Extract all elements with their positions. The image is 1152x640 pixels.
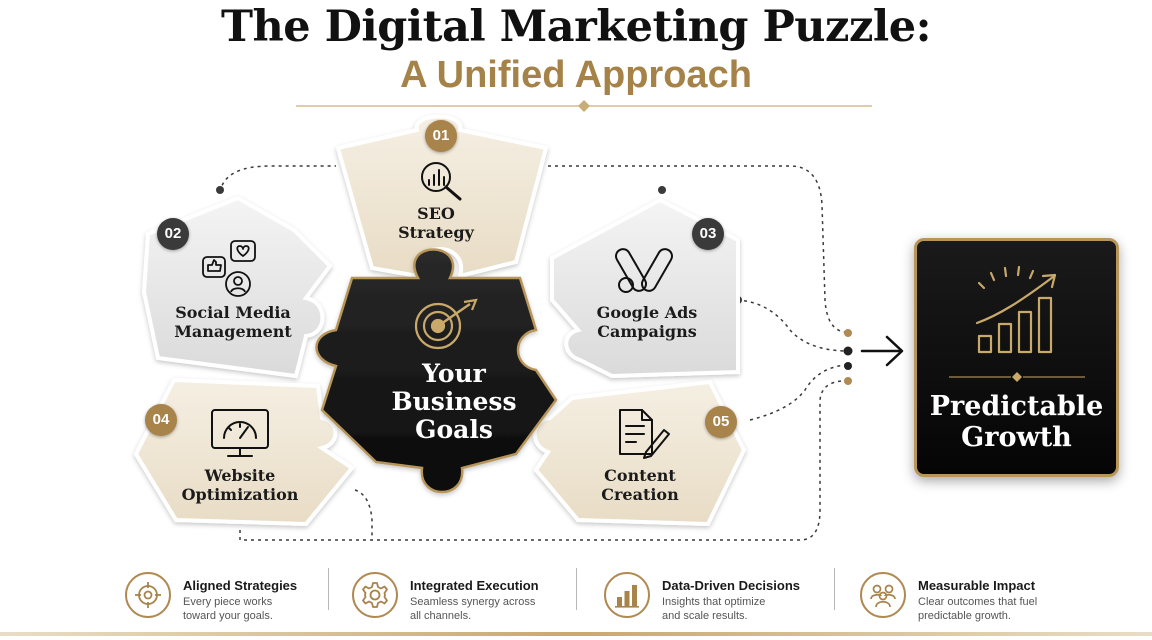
title-divider <box>296 100 872 112</box>
feature-measurable-impact: Measurable Impact Clear outcomes that fu… <box>860 566 1080 626</box>
arrow-right-icon <box>860 335 904 367</box>
connector-node <box>844 377 852 385</box>
feature-strip: Aligned Strategies Every piece works tow… <box>0 560 1152 640</box>
page-subtitle: A Unified Approach <box>400 54 752 96</box>
crosshair-icon <box>135 582 161 608</box>
piece-number-badge: 05 <box>705 406 737 438</box>
feature-title: Aligned Strategies <box>183 578 298 593</box>
feature-separator <box>576 568 577 610</box>
social-media-icon <box>202 240 256 297</box>
connector-node <box>844 329 852 337</box>
document-pen-icon <box>619 409 670 459</box>
result-label: Predictable Growth <box>929 391 1104 453</box>
page-title: The Digital Marketing Puzzle: <box>221 2 931 52</box>
feature-aligned-strategies: Aligned Strategies Every piece works tow… <box>125 566 335 626</box>
piece-label-website: Website Optimization <box>181 466 299 504</box>
piece-label-seo: SEO Strategy <box>398 204 474 242</box>
piece-number-badge: 04 <box>145 404 177 436</box>
piece-label-social: Social Media Management <box>174 303 292 341</box>
feature-description: Seamless synergy across all channels. <box>410 596 536 622</box>
puzzle-piece-social <box>141 195 333 379</box>
divider-diamond-icon <box>578 100 590 112</box>
connector-lines <box>219 165 846 541</box>
piece-label-content: Content Creation <box>601 466 679 504</box>
connector-node <box>843 346 853 356</box>
gear-icon <box>362 582 388 608</box>
piece-label-google-ads: Google Ads Campaigns <box>596 303 698 341</box>
feature-separator <box>834 568 835 610</box>
feature-separator <box>328 568 329 610</box>
feature-description: Insights that optimize and scale results… <box>662 596 766 622</box>
feature-data-driven-decisions: Data-Driven Decisions Insights that opti… <box>604 566 824 626</box>
google-ads-icon <box>615 248 673 293</box>
connector-node <box>844 362 852 370</box>
piece-number-badge: 01 <box>425 120 457 152</box>
feature-title: Integrated Execution <box>410 578 539 593</box>
predictable-growth-card: Predictable Growth <box>914 238 1119 477</box>
feature-title: Measurable Impact <box>918 578 1036 593</box>
connector-node <box>216 186 224 194</box>
piece-number-badge: 03 <box>692 218 724 250</box>
feature-integrated-execution: Integrated Execution Seamless synergy ac… <box>352 566 572 626</box>
team-icon <box>870 584 896 608</box>
feature-description: Every piece works toward your goals. <box>183 596 273 622</box>
puzzle-piece-center <box>315 248 558 494</box>
feature-title: Data-Driven Decisions <box>662 578 800 593</box>
piece-number-badge: 02 <box>157 218 189 250</box>
monitor-gauge-icon <box>211 409 269 457</box>
feature-description: Clear outcomes that fuel predictable gro… <box>918 596 1038 622</box>
puzzle-diagram <box>133 114 904 541</box>
puzzle-piece-website <box>133 377 355 527</box>
bar-chart-icon <box>615 585 639 608</box>
bottom-accent-bar <box>0 632 1152 636</box>
magnifier-chart-icon <box>421 162 462 201</box>
target-arrow-icon <box>414 298 478 350</box>
center-goal-label: Your Business Goals <box>391 359 517 444</box>
connector-node <box>658 186 666 194</box>
growth-chart-icon <box>949 265 1085 382</box>
